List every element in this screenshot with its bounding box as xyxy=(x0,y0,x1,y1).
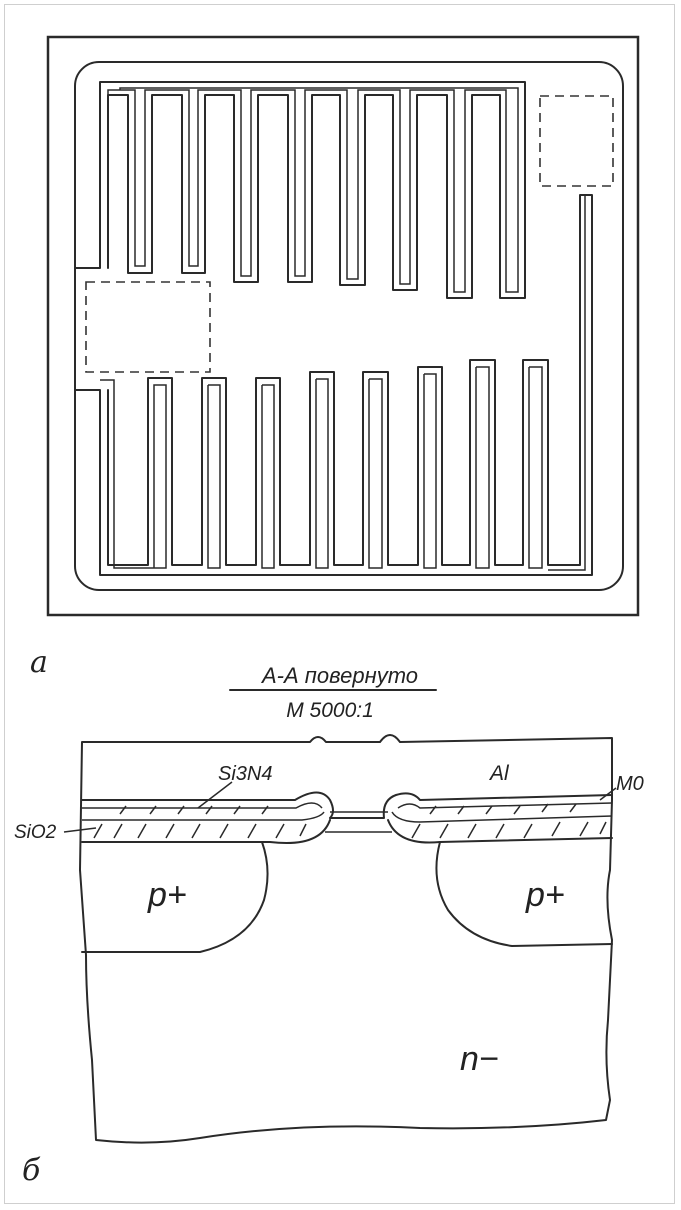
top-view: а xyxy=(30,35,640,680)
section-title: А-А повернуто xyxy=(260,663,418,688)
lower-comb-inner xyxy=(100,195,586,571)
sio2-label: SiO2 xyxy=(14,822,57,843)
p-plus-left-region xyxy=(81,841,269,953)
upper-comb-inner xyxy=(107,87,519,293)
n-minus-label: n− xyxy=(460,1040,499,1078)
panel-b-label: б xyxy=(22,1153,41,1188)
m0-leader xyxy=(599,787,617,801)
upper-comb-outer xyxy=(75,81,526,299)
p-plus-right-region xyxy=(435,841,613,947)
right-contact-pad xyxy=(539,95,614,187)
sio2-leader xyxy=(63,827,97,833)
al-layer-top xyxy=(82,802,613,809)
section-scale: М 5000:1 xyxy=(286,699,374,722)
si3n4-layer xyxy=(81,791,613,819)
substrate-outline xyxy=(79,734,613,1144)
p-plus-right-label: p+ xyxy=(525,876,565,914)
chip-outline xyxy=(46,35,640,617)
sio2-top xyxy=(82,811,613,823)
cross-section: А-А повернуто М 5000:1 Si3N4 Al M0 SiO2 … xyxy=(14,663,644,1188)
rounded-boundary xyxy=(74,61,624,591)
panel-a-label: а xyxy=(30,645,48,680)
p-plus-left-label: p+ xyxy=(147,876,187,914)
interface-line xyxy=(325,811,392,833)
si3n4-label: Si3N4 xyxy=(218,763,272,785)
al-label: Al xyxy=(488,762,510,785)
oxide-hatching xyxy=(93,803,607,839)
m0-label: M0 xyxy=(616,773,644,795)
left-contact-pad xyxy=(85,281,211,373)
si3n4-leader xyxy=(197,781,233,809)
lower-comb-outer xyxy=(75,194,593,576)
